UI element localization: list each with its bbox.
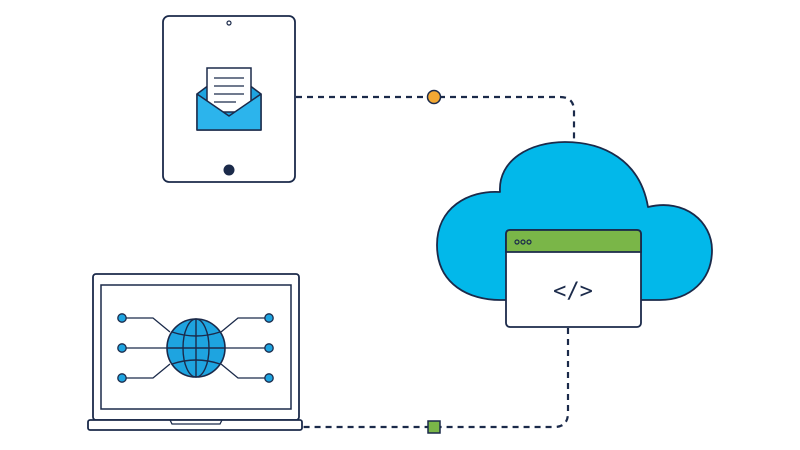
tablet-camera-icon: [226, 20, 232, 26]
network-lines: [123, 317, 268, 379]
envelope-with-letter-icon: [196, 67, 262, 131]
network-node-icons: [117, 313, 274, 383]
globe-network-icon: [166, 318, 226, 378]
laptop-screen: [100, 284, 292, 410]
tablet-home-button-icon: [223, 164, 235, 176]
browser-dots-icon: [514, 239, 532, 245]
green-node-icon: [427, 420, 441, 434]
tablet-icon: [162, 15, 296, 183]
code-brackets-icon: </>: [553, 279, 593, 304]
connector-tablet-cloud: [296, 95, 576, 142]
laptop-icon: [87, 273, 303, 431]
connector-cloud-laptop: [302, 328, 570, 429]
browser-window-icon: </>: [505, 229, 642, 328]
orange-node-icon: [426, 89, 442, 105]
